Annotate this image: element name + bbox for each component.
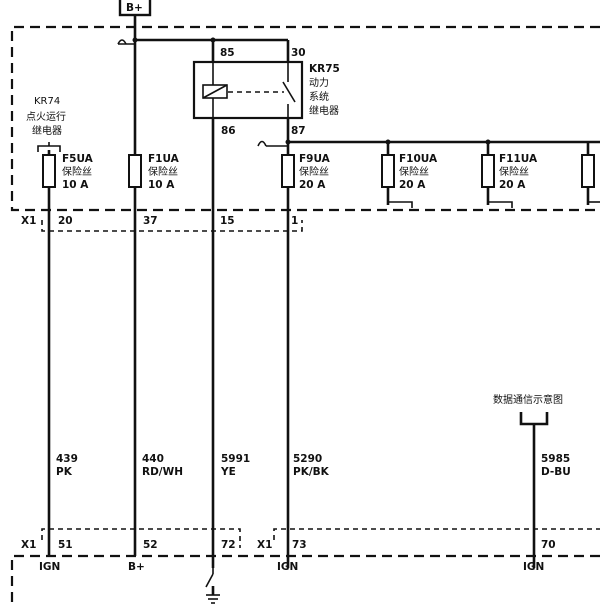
fuse-f1ua: F1UA 保险丝 10 A	[128, 153, 180, 191]
svg-text:PK: PK	[56, 466, 73, 478]
svg-text:D-BU: D-BU	[541, 466, 571, 478]
ground-switch	[205, 568, 220, 604]
fuse-f10ua: F10UA 保险丝 20 A	[381, 142, 438, 208]
svg-text:F11UA: F11UA	[499, 153, 538, 165]
svg-text:X1: X1	[21, 539, 36, 551]
junction-dot	[285, 139, 291, 145]
svg-text:20: 20	[58, 215, 73, 227]
connector-x1-bottom-a: X1 51 52 72	[21, 528, 241, 551]
kr75-coil-diagonal	[202, 84, 228, 99]
kr75-name-2: 系统	[309, 90, 329, 103]
svg-text:439: 439	[56, 453, 78, 465]
kr75-name-1: 动力	[309, 76, 329, 89]
svg-text:51: 51	[58, 539, 73, 551]
svg-text:F5UA: F5UA	[62, 153, 94, 165]
svg-text:保险丝: 保险丝	[399, 165, 429, 178]
bus-crossover	[117, 39, 127, 45]
kr75-name-3: 继电器	[309, 104, 339, 117]
svg-text:IGN: IGN	[39, 561, 60, 573]
svg-text:10 A: 10 A	[62, 179, 89, 191]
svg-text:72: 72	[221, 539, 236, 551]
svg-text:5290: 5290	[293, 453, 322, 465]
svg-text:X1: X1	[21, 215, 36, 227]
kr74-id: KR74	[34, 96, 60, 107]
svg-text:IGN: IGN	[277, 561, 298, 573]
svg-text:37: 37	[143, 215, 158, 227]
fuse-block-boundary	[10, 25, 600, 212]
svg-text:20 A: 20 A	[499, 179, 526, 191]
svg-text:PK/BK: PK/BK	[293, 466, 330, 478]
svg-text:10 A: 10 A	[148, 179, 175, 191]
svg-text:B+: B+	[128, 561, 145, 573]
svg-text:52: 52	[143, 539, 158, 551]
svg-text:5991: 5991	[221, 453, 250, 465]
svg-text:保险丝: 保险丝	[299, 165, 329, 178]
svg-text:保险丝: 保险丝	[148, 165, 178, 178]
kr75-pin-30: 30	[291, 47, 306, 59]
kr75-id: KR75	[309, 63, 340, 75]
svg-text:YE: YE	[220, 466, 236, 478]
connector-x1-bottom-b: X1 73 70	[257, 528, 600, 551]
kr75-pin-86: 86	[221, 125, 236, 137]
wire-labels: 439 PK 440 RD/WH 5991 YE 5290 PK/BK 5985…	[56, 453, 571, 478]
kr74-name-1: 点火运行	[26, 110, 66, 123]
fuse-f9ua: F9UA 保险丝 20 A	[281, 153, 331, 191]
junction-dot	[132, 37, 138, 43]
svg-text:保险丝: 保险丝	[499, 165, 529, 178]
svg-text:15: 15	[220, 215, 235, 227]
kr74-name-2: 继电器	[32, 124, 62, 137]
fuse-f5ua: F5UA 保险丝 10 A	[42, 150, 94, 545]
kr75-pin-85: 85	[220, 47, 235, 59]
b-plus-supply-label: B+	[126, 2, 143, 14]
svg-text:20 A: 20 A	[399, 179, 426, 191]
signal-labels: IGN B+ IGN IGN	[39, 561, 544, 573]
svg-text:F1UA: F1UA	[148, 153, 180, 165]
svg-text:73: 73	[292, 539, 307, 551]
kr75-switch-contact	[282, 81, 296, 103]
svg-text:X1: X1	[257, 539, 272, 551]
svg-text:20 A: 20 A	[299, 179, 326, 191]
svg-text:F10UA: F10UA	[399, 153, 438, 165]
svg-text:1: 1	[291, 215, 298, 227]
svg-text:70: 70	[541, 539, 556, 551]
fuse-f11ua: F11UA 保险丝 20 A	[481, 142, 538, 208]
fuse-bus-crossover	[257, 140, 267, 147]
data-comm-bracket	[519, 412, 549, 426]
fuse-partial-right	[581, 142, 600, 205]
module-boundary-bottom	[10, 554, 600, 604]
svg-text:5985: 5985	[541, 453, 570, 465]
svg-text:IGN: IGN	[523, 561, 544, 573]
connector-x1-top: X1 20 37 15 1	[21, 215, 303, 232]
data-comm-reference-link[interactable]: 数据通信示意图	[493, 393, 563, 406]
svg-text:F9UA: F9UA	[299, 153, 331, 165]
kr75-pin-87: 87	[291, 125, 306, 137]
svg-text:RD/WH: RD/WH	[142, 466, 183, 478]
svg-text:440: 440	[142, 453, 164, 465]
svg-text:保险丝: 保险丝	[62, 165, 92, 178]
